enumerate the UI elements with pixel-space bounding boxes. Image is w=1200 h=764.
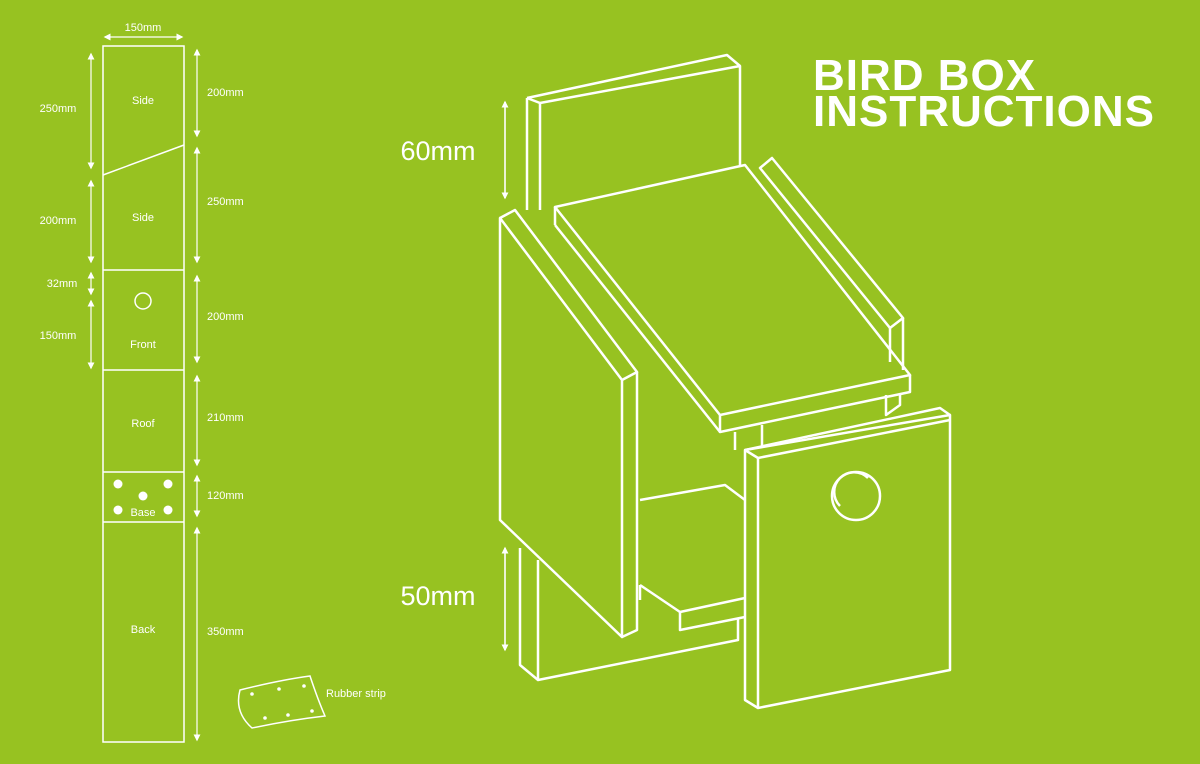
panel-label-side-top: Side <box>132 95 154 107</box>
panel-label-front: Front <box>130 339 156 351</box>
roof-front-edge <box>718 375 912 434</box>
page-title-line-2: INSTRUCTIONS <box>813 87 1155 136</box>
back-panel-edge <box>526 96 541 105</box>
back-panel-top <box>526 53 741 100</box>
assembled-bird-box <box>498 53 952 710</box>
base-panel <box>638 483 746 632</box>
rubber-strip-shape <box>237 675 327 729</box>
cut-line-side-diagonal <box>102 144 185 176</box>
drain-hole <box>113 505 123 515</box>
front-panel <box>733 406 952 710</box>
rubber-strip-label: Rubber strip <box>326 688 386 700</box>
board-width-label: 150mm <box>125 22 162 34</box>
dim-label-base-right: 120mm <box>207 490 244 502</box>
right-side-panel <box>758 156 905 417</box>
left-side-panel <box>498 208 639 639</box>
left-dimension-labels: 250mm 200mm 32mm 150mm <box>40 103 78 342</box>
base-top <box>639 483 746 614</box>
dim-label-side-top-left: 250mm <box>40 103 77 115</box>
drain-hole <box>163 505 173 515</box>
panel-label-side-second: Side <box>132 212 154 224</box>
rubber-strip-hole <box>310 709 314 713</box>
drain-hole <box>113 479 123 489</box>
dim-label-front-lower: 150mm <box>40 330 77 342</box>
drain-hole <box>138 491 148 501</box>
dim-label-side-top-right: 200mm <box>207 87 244 99</box>
page-title-line-1: BIRD BOX <box>813 51 1037 100</box>
panel-labels: Side Side Front Roof Base Back <box>130 95 156 636</box>
dim-label-side-second-left: 200mm <box>40 215 77 227</box>
rubber-strip: Rubber strip <box>237 675 386 729</box>
back-panel-face <box>538 64 742 210</box>
dim-label-side-second-right: 250mm <box>207 196 244 208</box>
rubber-strip-hole <box>286 713 290 717</box>
rubber-strip-hole <box>277 687 281 691</box>
entrance-hole <box>830 470 882 522</box>
rubber-strip-hole <box>302 684 306 688</box>
board-outline <box>102 45 185 743</box>
entrance-hole-marking <box>134 292 152 310</box>
back-panel-lower-face <box>518 548 740 682</box>
base-front <box>678 612 746 632</box>
panel-label-back: Back <box>131 624 156 636</box>
front-panel-side <box>744 406 951 452</box>
left-side-panel-face <box>498 216 624 639</box>
right-side-panel-lower <box>884 395 902 417</box>
dim-label-hole-offset: 32mm <box>47 278 78 290</box>
back-panel-lower <box>518 548 740 682</box>
panel-label-base: Base <box>130 507 155 519</box>
front-panel-face <box>743 413 952 710</box>
left-side-panel-top <box>499 208 639 382</box>
dim-label-front-right: 200mm <box>207 311 244 323</box>
roof-side-lower <box>554 224 721 433</box>
right-side-panel-top <box>758 156 905 330</box>
drain-hole <box>163 479 173 489</box>
left-side-panel-front <box>621 372 639 639</box>
right-side-panel-face <box>888 318 905 370</box>
back-panel <box>525 53 742 210</box>
dim-label-back-right: 350mm <box>207 626 244 638</box>
dim-label-roof-right: 210mm <box>207 412 244 424</box>
front-panel-top <box>744 418 951 460</box>
rubber-strip-hole <box>250 692 254 696</box>
cut-plan <box>102 45 185 743</box>
panel-label-roof: Roof <box>131 418 155 430</box>
roof-panel <box>553 163 912 434</box>
rubber-strip-hole <box>263 716 267 720</box>
entrance-hole-inner <box>832 470 869 507</box>
dim-label-back-overhang-top: 60mm <box>400 136 475 166</box>
dim-label-back-overhang-bottom: 50mm <box>400 581 475 611</box>
right-dimension-labels: 200mm 250mm 200mm 210mm 120mm 350mm <box>207 87 244 638</box>
base-drainage-holes <box>113 479 173 515</box>
